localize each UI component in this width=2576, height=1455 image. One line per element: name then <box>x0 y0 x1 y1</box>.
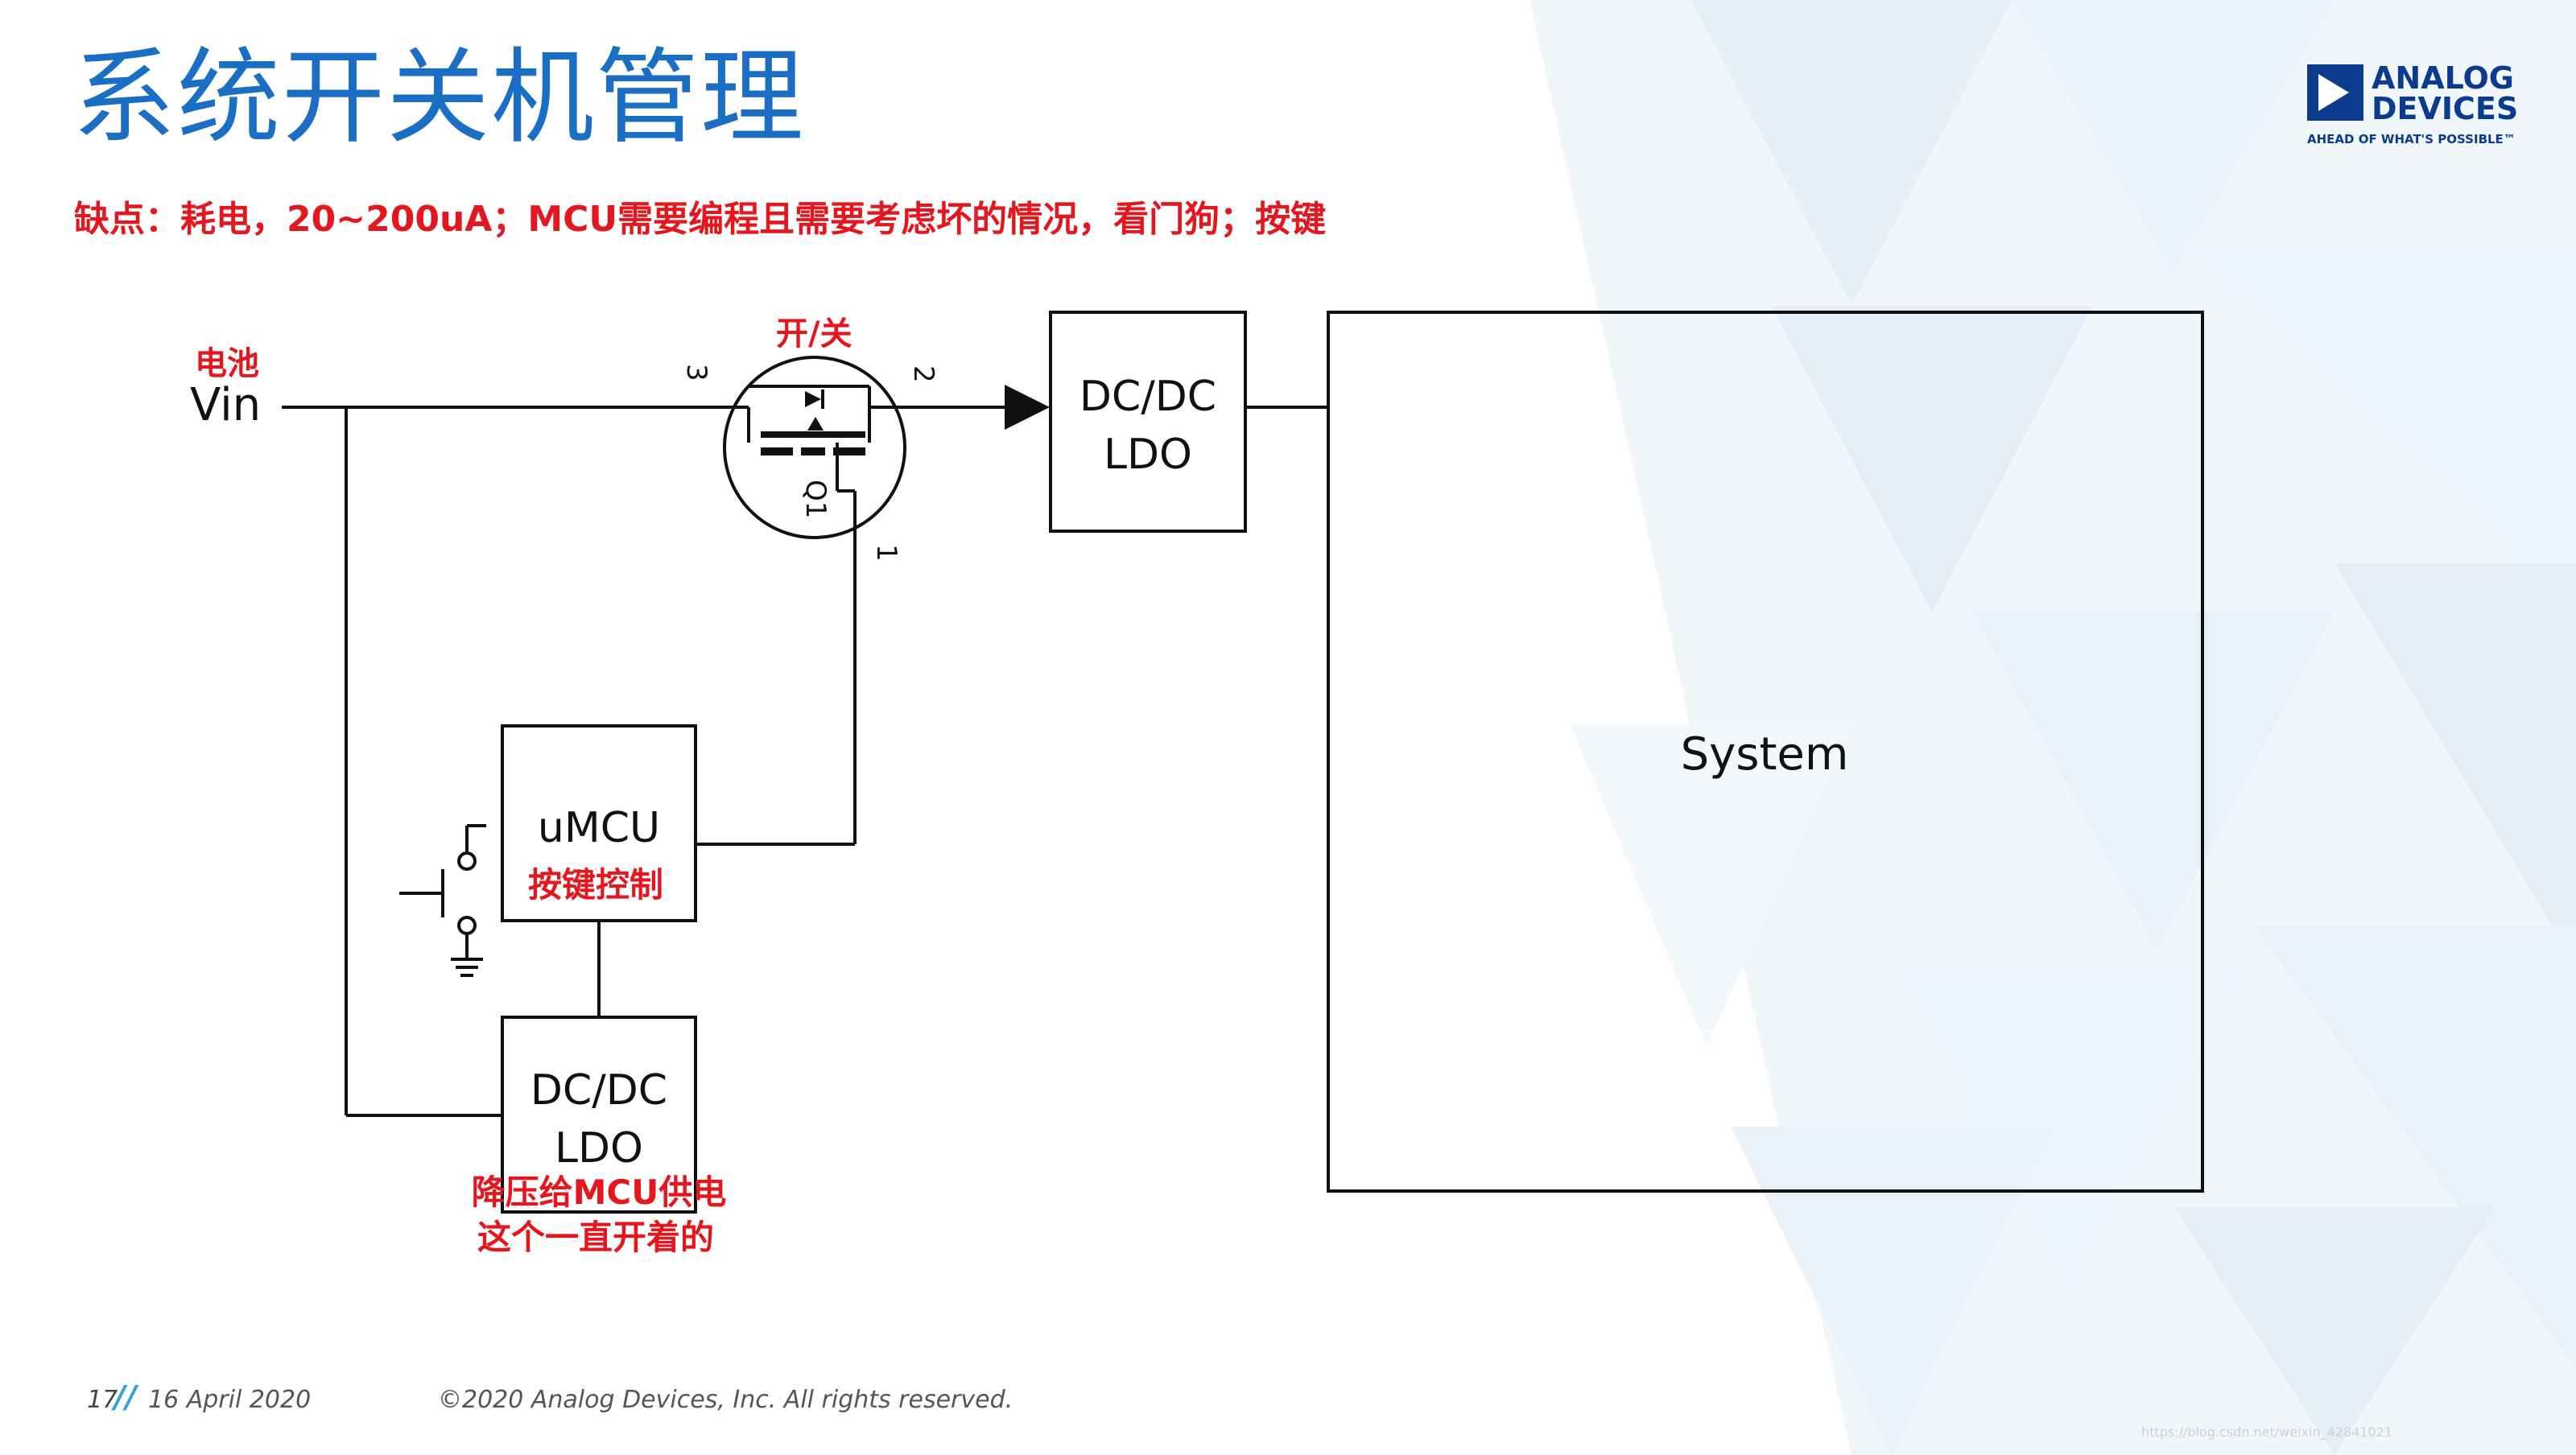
footer-separator: // <box>114 1379 137 1415</box>
dcdc-bottom-note1: 降压给MCU供电 <box>472 1173 727 1212</box>
dcdc-top-line2: LDO <box>1104 431 1192 479</box>
q1-body <box>723 356 906 539</box>
vin-label: Vin <box>190 379 261 431</box>
pin2-label: 2 <box>907 365 939 383</box>
switch-label: 开/关 <box>776 315 852 352</box>
dcdc-bottom-line1: DC/DC <box>530 1066 667 1115</box>
slide-title: 系统开关机管理 <box>72 38 806 158</box>
system-label: System <box>1681 728 1849 781</box>
logo-tagline: AHEAD OF WHAT'S POSSIBLE™ <box>2307 132 2516 146</box>
footer-copyright: ©2020 Analog Devices, Inc. All rights re… <box>438 1386 1013 1414</box>
page-number: 17 <box>87 1386 118 1414</box>
watermark: https://blog.csdn.net/weixin_42841021 <box>2141 1424 2393 1440</box>
umcu-note: 按键控制 <box>528 865 663 905</box>
dcdc-top-line1: DC/DC <box>1080 373 1216 421</box>
q1-inner-symbol <box>761 390 865 455</box>
dcdc-top-box <box>1049 311 1247 533</box>
arrow-icon <box>1005 385 1050 430</box>
battery-label: 电池 <box>195 345 259 382</box>
analog-devices-logo: ANALOG DEVICES AHEAD OF WHAT'S POSSIBLE™ <box>2307 61 2518 146</box>
pin3-label: 3 <box>680 364 712 381</box>
system-box <box>1327 311 2204 1193</box>
footer-date: 16 April 2020 <box>148 1386 312 1414</box>
umcu-label: uMCU <box>538 804 660 852</box>
q1-label: Q1 <box>799 480 832 518</box>
logo-line2: DEVICES <box>2372 91 2518 126</box>
logo-line1: ANALOG <box>2372 61 2514 96</box>
dcdc-bottom-box <box>501 1016 697 1214</box>
dcdc-bottom-line2: LDO <box>555 1124 643 1173</box>
pin1-label: 1 <box>870 544 902 562</box>
slide-subtitle: 缺点：耗电，20~200uA；MCU需要编程且需要考虑坏的情况，看门狗；按键 <box>74 199 1327 240</box>
dcdc-bottom-note2: 这个一直开着的 <box>477 1218 714 1257</box>
